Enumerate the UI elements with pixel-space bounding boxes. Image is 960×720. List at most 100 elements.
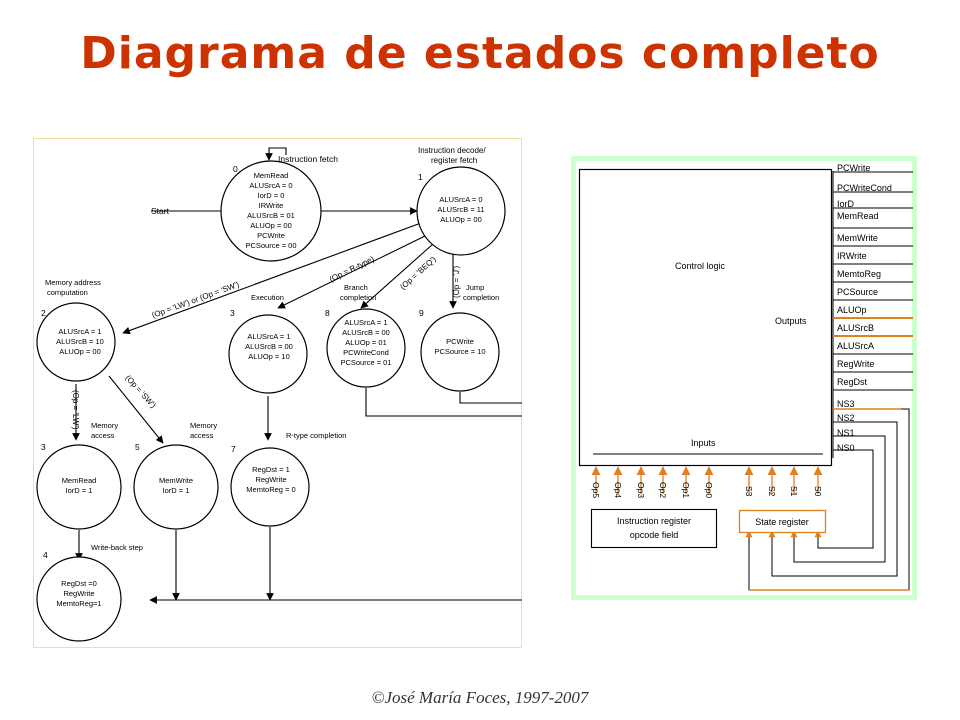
state-8-caption-1: Branch (344, 283, 368, 292)
state-input-label: S0 (813, 486, 823, 497)
state-0 (220, 160, 322, 262)
op-input-label: Op5 (591, 482, 601, 498)
state-2-caption-1: Memory address (45, 278, 101, 287)
inputs-label: Inputs (691, 438, 716, 448)
state-3-caption-1: Memory (91, 421, 118, 430)
state-3-line: IorD = 1 (66, 486, 93, 495)
op-input-label: Op1 (681, 482, 691, 498)
state-3-caption-2: access (91, 431, 115, 440)
state-6-line: ALUSrcA = 1 (247, 332, 290, 341)
output-label: NS3 (837, 399, 855, 409)
start-label: Start (151, 206, 170, 216)
state-6-line: ALUSrcB = 00 (245, 342, 293, 351)
output-label: IRWrite (837, 251, 867, 261)
arrow-1-8 (360, 243, 434, 309)
state-9-number: 9 (419, 308, 424, 318)
state-9-caption-2: completion (463, 293, 499, 302)
cond-j: (Op = 'J') (452, 265, 461, 298)
state-7 (230, 447, 310, 527)
output-label: MemWrite (837, 233, 878, 243)
state-5-caption-2: access (190, 431, 214, 440)
state-0-line: ALUSrcB = 01 (247, 211, 295, 220)
state-6-line: ALUOp = 10 (248, 352, 289, 361)
state-diagram: Start 0 Instruction fetch MemRead ALUSrc… (33, 138, 522, 648)
state-5-caption-1: Memory (190, 421, 217, 430)
output-label: ALUSrcB (837, 323, 874, 333)
output-label: PCWrite (837, 163, 870, 173)
arrow-1-6 (277, 235, 426, 309)
output-label: ALUSrcA (837, 341, 874, 351)
output-label: IorD (837, 199, 855, 209)
state-input-label: S3 (744, 486, 754, 497)
arrow-9-return (459, 392, 522, 404)
output-label: ALUOp (837, 305, 867, 315)
control-unit-diagram: PCWrite PCWriteCond IorD MemRead MemWrit… (571, 156, 917, 600)
state-input-label: S1 (789, 486, 799, 497)
state-8-number: 8 (325, 308, 330, 318)
fsm-border (33, 138, 522, 648)
arrow-8-return (365, 388, 522, 417)
state-8-line: ALUSrcA = 1 (344, 318, 387, 327)
state-register-box (738, 509, 827, 534)
state-1-number: 1 (418, 172, 423, 182)
outputs-label: Outputs (775, 316, 807, 326)
state-1-line: ALUSrcA = 0 (439, 195, 482, 204)
cond-lw-sw: (Op = 'LW') or (Op = 'SW') (151, 280, 241, 320)
state-0-caption: Instruction fetch (278, 154, 338, 164)
state-1-line: ALUOp = 00 (440, 215, 481, 224)
state-2-line: ALUOp = 00 (59, 347, 100, 356)
output-label: MemRead (837, 211, 879, 221)
state-6-number: 3 (230, 308, 235, 318)
state-0-line: ALUSrcA = 0 (249, 181, 292, 190)
op-input-label: Op3 (636, 482, 646, 498)
state-0-line: PCSource = 00 (245, 241, 296, 250)
state-0-line: MemRead (254, 171, 289, 180)
state-6-caption: Execution (251, 293, 284, 302)
state-8-line: ALUSrcB = 00 (342, 328, 390, 337)
state-8-line: ALUOp = 01 (345, 338, 386, 347)
output-label: PCWriteCond (837, 183, 892, 193)
state-0-line: IRWrite (259, 201, 284, 210)
state-8-line: PCSource = 01 (340, 358, 391, 367)
arrow-loop-to-0 (265, 147, 287, 161)
state-1-caption-2: register fetch (431, 156, 477, 165)
state-6 (228, 314, 308, 394)
state-0-number: 0 (233, 164, 238, 174)
cond-rtype: (Op = R-type) (328, 254, 376, 284)
instruction-register-box (590, 508, 718, 549)
state-2-number: 2 (41, 308, 46, 318)
state-1 (416, 166, 506, 256)
state-register-label: State register (755, 517, 809, 527)
state-4-caption: Write-back step (91, 543, 143, 552)
page-title: Diagrama de estados completo (80, 28, 880, 79)
state-7-number: 7 (231, 444, 236, 454)
state-1-line: ALUSrcB = 11 (437, 205, 484, 214)
state-4-line: RegWrite (63, 589, 94, 598)
output-label: RegWrite (837, 359, 874, 369)
output-label: RegDst (837, 377, 868, 387)
state-3-line: MemRead (62, 476, 97, 485)
state-9-line: PCSource = 10 (434, 347, 485, 356)
state-7-line: RegDst = 1 (252, 465, 290, 474)
state-9 (420, 312, 500, 392)
output-label: NS2 (837, 413, 855, 423)
state-4-number: 4 (43, 550, 48, 560)
output-label: PCSource (837, 287, 878, 297)
state-3 (36, 444, 122, 530)
state-8-line: PCWriteCond (343, 348, 389, 357)
state-7-line: MemtoReg = 0 (246, 485, 295, 494)
opcode-field-label: opcode field (630, 530, 679, 540)
state-4-line: MemtoReg=1 (56, 599, 101, 608)
state-3-number: 3 (41, 442, 46, 452)
state-2-line: ALUSrcB = 10 (56, 337, 104, 346)
state-0-line: ALUOp = 00 (250, 221, 291, 230)
state-7-caption: R-type completion (286, 431, 346, 440)
state-5-line: IorD = 1 (163, 486, 190, 495)
state-5 (133, 444, 219, 530)
arrow-1-2 (122, 222, 422, 335)
copyright-footer: ©José María Foces, 1997-2007 (371, 688, 589, 707)
state-4 (36, 556, 122, 642)
op-input-label: Op2 (658, 482, 668, 498)
op-input-label: Op0 (704, 482, 714, 498)
state-2-line: ALUSrcA = 1 (58, 327, 101, 336)
